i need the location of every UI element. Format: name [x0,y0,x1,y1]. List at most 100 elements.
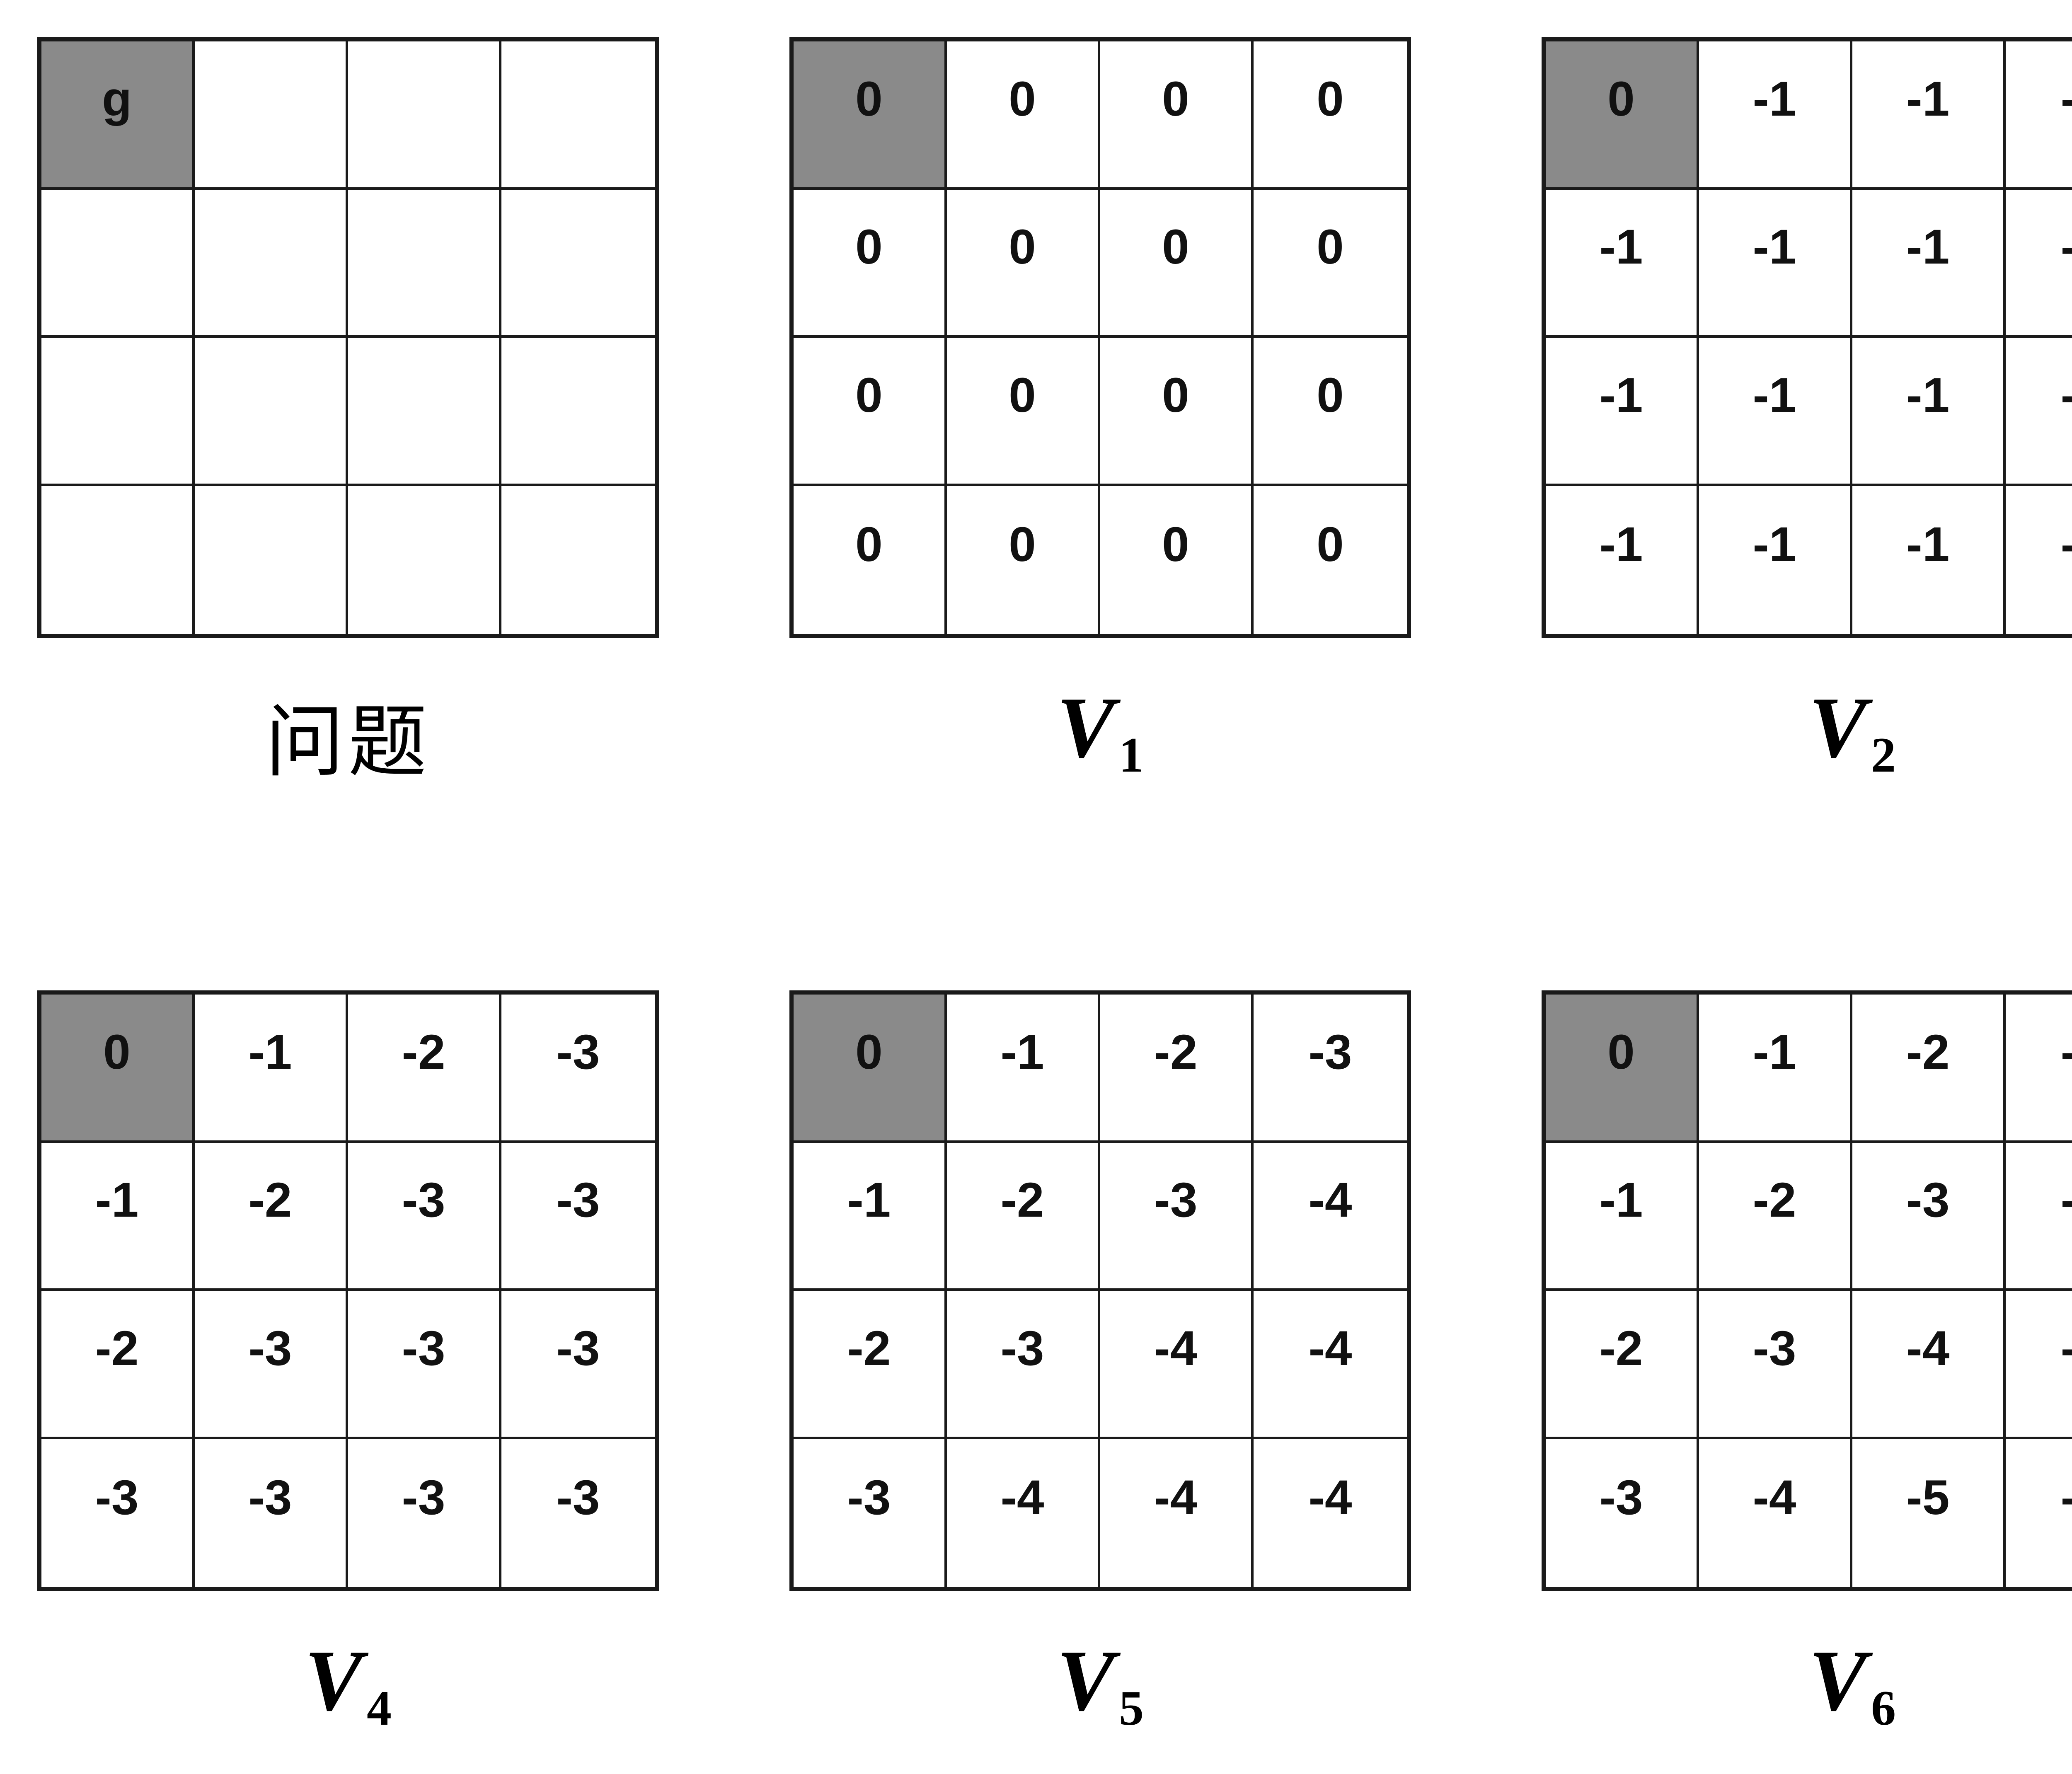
grid-cell: -2 [195,1142,348,1291]
grid-cell: -1 [2006,486,2072,634]
grid-cell: -1 [1699,995,1852,1143]
grid-cell: -3 [501,1142,655,1291]
grid-cell: 0 [794,189,947,338]
grid-cell: 0 [794,338,947,486]
grid-cell: -3 [1699,1291,1852,1439]
grid-cell: -3 [501,1291,655,1439]
grid-cell: -5 [2006,1439,2072,1587]
caption-symbol: V [1808,1633,1868,1729]
grid-cell: -3 [1254,995,1407,1143]
grid-cell: -1 [1852,41,2006,190]
grid-cell: -2 [794,1291,947,1439]
grid-cell: -1 [1546,486,1699,634]
grid-cell: 0 [1100,486,1254,634]
grid-cell: -3 [195,1439,348,1587]
grid-cell [501,486,655,634]
grid-cell: -1 [947,995,1100,1143]
grid-cell: -3 [794,1439,947,1587]
panel-caption-v6: V6 [1542,1631,2072,1739]
grid-cell: -2 [947,1142,1100,1291]
panel-caption-problem: 问题 [37,678,659,788]
value-grid-panel-v6: 0-1-2-3-1-2-3-4-2-3-4-5-3-4-5-5V6 [1542,990,2072,1739]
grid-cell [195,338,348,486]
grid-cell: 0 [1254,189,1407,338]
grid-cell: -3 [348,1291,501,1439]
grid-cell [501,189,655,338]
value-grid-panel-problem: g 问题 [37,37,659,788]
grid-cell: -3 [348,1439,501,1587]
grid-cell: -4 [1254,1291,1407,1439]
grid-cell: -1 [2006,41,2072,190]
grid-cell [195,189,348,338]
grid-cell: -1 [1546,189,1699,338]
panel-caption-v1: V1 [789,678,1411,786]
grid-cell [501,338,655,486]
caption-text: 问题 [265,696,431,788]
grid-cell: -1 [1852,486,2006,634]
grid-cell: -4 [947,1439,1100,1587]
goal-cell: 0 [794,995,947,1143]
grid-cell: -1 [2006,338,2072,486]
grid-cell: -1 [1699,189,1852,338]
grid-cell: 0 [794,486,947,634]
grid-cell: -1 [1699,338,1852,486]
value-grid-panel-v2: 0-1-1-1-1-1-1-1-1-1-1-1-1-1-1-1V2 [1542,37,2072,786]
caption-subscript: 1 [1119,727,1144,782]
grid-cell: 0 [947,41,1100,190]
grid-cell: -1 [1699,41,1852,190]
grid-cell: -2 [41,1291,195,1439]
gridworld-v5: 0-1-2-3-1-2-3-4-2-3-4-4-3-4-4-4 [789,990,1411,1591]
grid-cell [501,41,655,190]
grid-cell [41,338,195,486]
caption-subscript: 6 [1871,1680,1896,1735]
grid-cell: -1 [1546,338,1699,486]
grid-cell: 0 [1100,41,1254,190]
caption-symbol: V [304,1633,364,1729]
grid-cell: 0 [1254,486,1407,634]
grid-cell: -1 [1852,189,2006,338]
gridworld-problem: g [37,37,659,638]
grid-cell: -3 [501,1439,655,1587]
grid-cell: -4 [1852,1291,2006,1439]
caption-subscript: 5 [1119,1680,1144,1735]
gridworld-v6: 0-1-2-3-1-2-3-4-2-3-4-5-3-4-5-5 [1542,990,2072,1591]
grid-cell: 0 [1100,189,1254,338]
grid-cell: -2 [1699,1142,1852,1291]
grid-cell: -2 [1852,995,2006,1143]
panel-caption-v5: V5 [789,1631,1411,1739]
goal-cell: 0 [1546,995,1699,1143]
grid-cell: -3 [1546,1439,1699,1587]
caption-symbol: V [1808,680,1868,776]
grid-cell [195,41,348,190]
grid-cell: -1 [1546,1142,1699,1291]
caption-subscript: 4 [367,1680,392,1735]
grid-cell: -5 [1852,1439,2006,1587]
grid-cell: 0 [1100,338,1254,486]
grid-cell: -3 [2006,995,2072,1143]
grid-cell [195,486,348,634]
grid-cell: -3 [195,1291,348,1439]
grid-cell [348,338,501,486]
grid-cell: -2 [1100,995,1254,1143]
grid-cell: -3 [348,1142,501,1291]
grid-cell: -1 [794,1142,947,1291]
grid-cell [348,189,501,338]
caption-subscript: 2 [1871,727,1896,782]
grid-cell: -1 [1699,486,1852,634]
grid-cell: 0 [1254,41,1407,190]
grid-cell: -4 [1254,1142,1407,1291]
caption-symbol: V [1056,1633,1116,1729]
grid-cell: -5 [2006,1291,2072,1439]
grid-cell: -1 [41,1142,195,1291]
grid-cell: -3 [947,1291,1100,1439]
grid-cell: 0 [1254,338,1407,486]
grid-cell: -4 [1100,1291,1254,1439]
grid-cell: -3 [41,1439,195,1587]
grid-cell: 0 [947,338,1100,486]
caption-symbol: V [1056,680,1116,776]
